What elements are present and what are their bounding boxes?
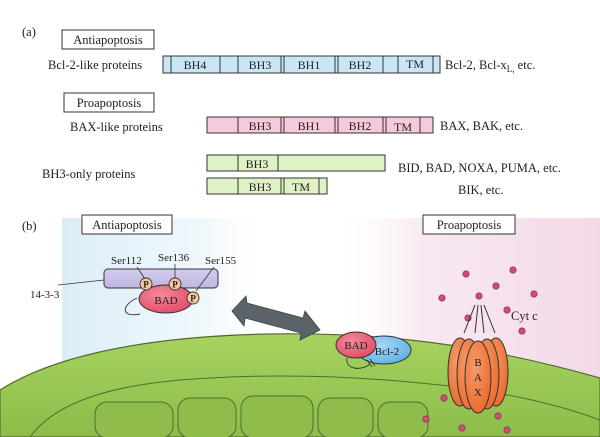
bad-tail-2 (346, 357, 371, 369)
phospho-site-ser112 (139, 277, 153, 291)
phospho-label: P (190, 294, 196, 304)
proapoptosis-label: Proapoptosis (77, 96, 142, 110)
cytc-dot (422, 415, 430, 423)
phospho-site-ser136 (168, 277, 182, 291)
bax-letter-a: A (474, 372, 482, 384)
crista (317, 397, 374, 437)
bh3-only-examples-2: BIK, etc. (458, 183, 503, 197)
cytc-dot (530, 290, 538, 298)
cytc-dot (492, 282, 500, 290)
leader-ser112 (136, 266, 146, 280)
phospho-site-ser155 (186, 291, 200, 305)
bcl2-like-examples: Bcl-2, Bcl-xL, etc. (445, 58, 535, 74)
bad-label-2: BAD (344, 340, 367, 352)
cytc-dot (503, 306, 511, 314)
leader-ser155 (195, 266, 215, 292)
bax-like-domain-bar: BH3 BH1 BH2 TM (206, 116, 434, 134)
bax-letter-b: B (474, 357, 481, 369)
cytochrome-c: Cyt c (422, 266, 538, 434)
pore-line (474, 304, 479, 334)
cytc-dot (509, 266, 517, 274)
proapoptosis-b-label-box (422, 214, 516, 235)
pore-line (463, 304, 476, 334)
phospho-label: P (172, 280, 178, 290)
antiapoptosis-b-label-box (81, 214, 173, 235)
ser136-label: Ser136 (158, 252, 190, 264)
domain-tm: TM (406, 57, 424, 71)
cytc-dot (518, 327, 526, 335)
domain-bh3: BH3 (249, 119, 272, 133)
domain-bh1: BH1 (298, 119, 321, 133)
bax-like-examples: BAX, BAK, etc. (440, 119, 523, 133)
label-leader-14-3-3 (57, 279, 105, 286)
ser112-label: Ser112 (111, 255, 142, 267)
bad-bcl2-complex: Bcl-2 BAD (335, 331, 412, 369)
cytc-dot (458, 424, 466, 432)
bax-like-proteins-label: BAX-like proteins (70, 120, 163, 134)
bad-label-1: BAD (154, 295, 177, 307)
domain-bh1: BH1 (298, 58, 321, 72)
bax-like-bar-body (206, 116, 434, 134)
domain-bh3: BH3 (249, 180, 272, 194)
protein-14-3-3: 14-3-3 (30, 268, 219, 301)
bax-letter-x: X (474, 387, 482, 399)
bh3-only-domain-bar-2: BH3 TM (206, 177, 328, 195)
cytc-label: Cyt c (511, 309, 538, 323)
mitochondrion-inner-membrane (29, 375, 600, 437)
domain-tm: TM (292, 180, 310, 194)
bh3-only-domain-bar-1: BH3 (206, 154, 386, 172)
crista (377, 401, 429, 437)
bcl2-like-proteins-label: Bcl-2-like proteins (48, 58, 142, 72)
equilibrium-arrow (231, 295, 321, 341)
panel-b-label: (b) (22, 219, 37, 233)
bh3-only-proteins-label: BH3-only proteins (42, 167, 136, 181)
binding-mark (366, 359, 373, 368)
bax-pore: B A X (447, 304, 509, 414)
domain-bh3: BH3 (249, 58, 272, 72)
crista (94, 401, 174, 437)
antiapoptosis-label-box (61, 29, 155, 50)
domain-bh2: BH2 (349, 58, 372, 72)
pore-line (480, 304, 485, 334)
antiapoptosis-label: Antiapoptosis (73, 33, 143, 47)
bad-phosphorylated: BAD P P P (124, 277, 200, 316)
bcl2-like-bar-body (162, 55, 441, 74)
domain-tm: TM (394, 120, 412, 134)
cytc-dot (462, 270, 470, 278)
ser155-label: Ser155 (205, 255, 237, 267)
cytc-dot (438, 294, 446, 302)
bh3-only-bar2-body (206, 177, 328, 195)
proapoptosis-b-label: Proapoptosis (437, 218, 502, 232)
domain-bh4: BH4 (184, 58, 207, 72)
bcl2-label: Bcl-2 (375, 346, 399, 358)
bh3-only-bar1-body (206, 154, 386, 172)
protein-14-3-3-label: 14-3-3 (30, 289, 60, 301)
panel-a: (a) Antiapoptosis Bcl-2-like proteins BH… (22, 25, 561, 197)
cytc-dot (475, 292, 483, 300)
domain-bh3: BH3 (246, 157, 269, 171)
phospho-label: P (143, 280, 149, 290)
panel-a-label: (a) (22, 25, 36, 39)
bax-subunit-front (464, 340, 492, 414)
panel-b: (b) Antiapoptosis Proapoptosis 14-3-3 Se… (0, 214, 600, 437)
double-headed-arrow (231, 295, 321, 341)
bcl2-like-domain-bar: BH4 BH3 BH1 BH2 TM (162, 55, 441, 74)
pore-line (483, 304, 496, 334)
antiapoptosis-b-label: Antiapoptosis (92, 218, 162, 232)
bad-protein-2 (335, 331, 377, 359)
bad-tail-1 (124, 297, 141, 316)
cytc-dot (440, 394, 448, 402)
crista (177, 397, 237, 437)
domain-bh2: BH2 (349, 119, 372, 133)
crista (240, 395, 314, 437)
binding-mark (369, 358, 376, 367)
bh3-only-examples-1: BID, BAD, NOXA, PUMA, etc. (398, 161, 561, 175)
cytc-dot (503, 426, 511, 434)
cytc-dot (494, 412, 502, 420)
proapoptosis-label-box (63, 92, 155, 113)
